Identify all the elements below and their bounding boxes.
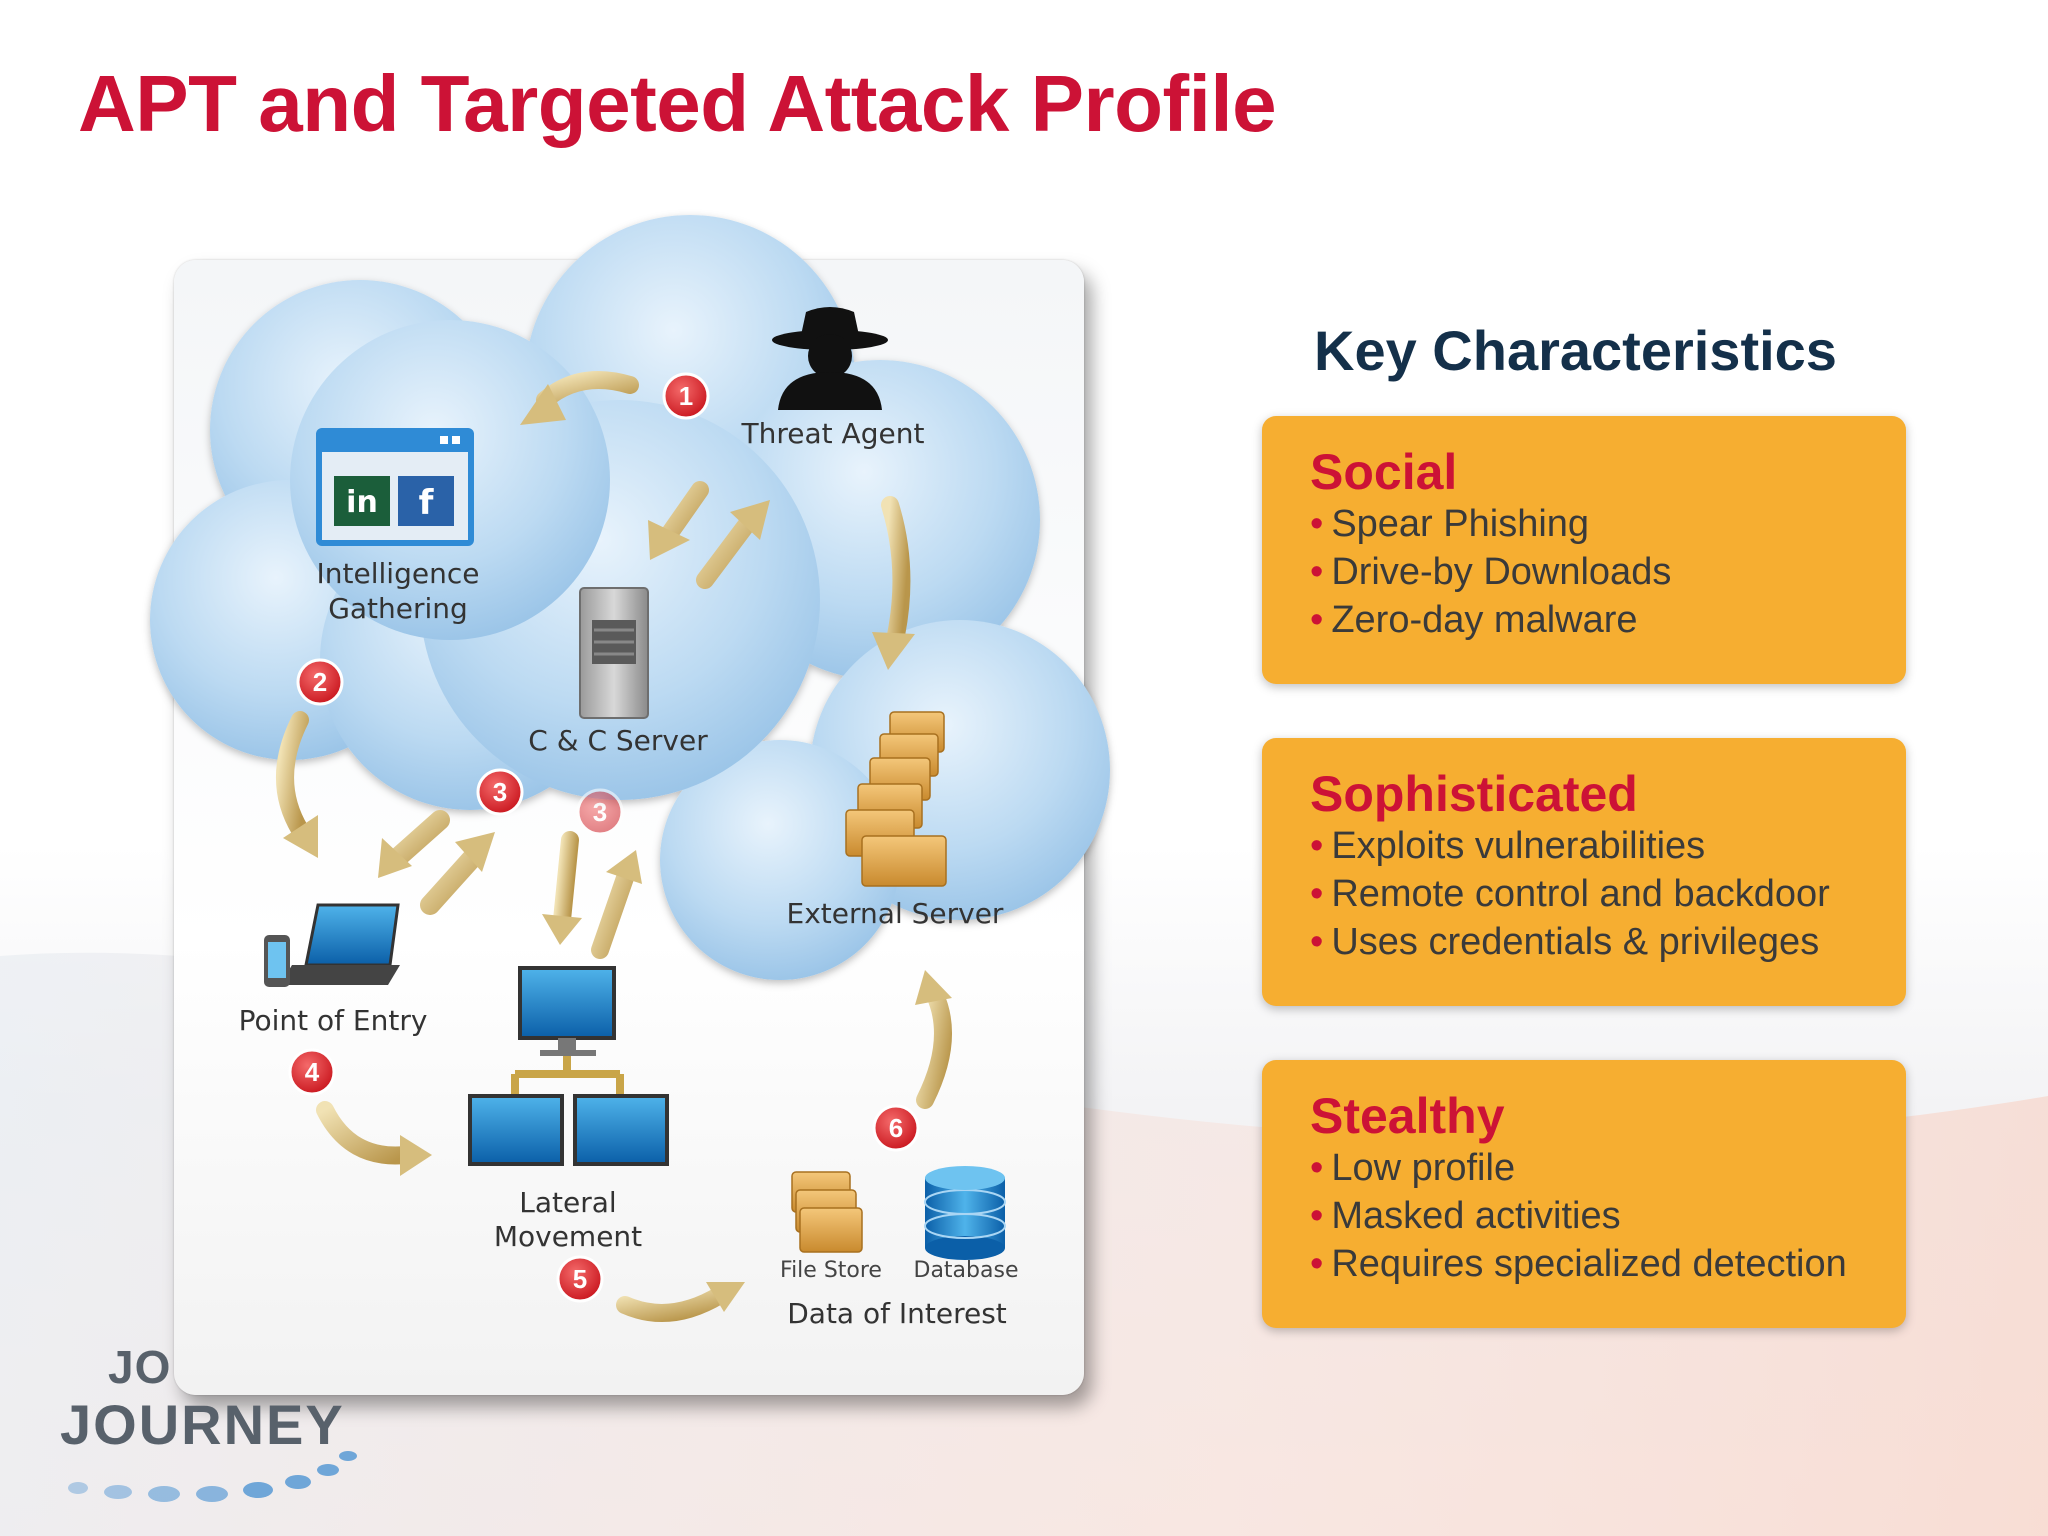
flow-arrows <box>276 371 952 1322</box>
step-badge-5: 5 <box>556 1255 604 1303</box>
card-item: •Exploits vulnerabilities <box>1310 825 1706 867</box>
svg-text:1: 1 <box>679 381 693 411</box>
threat-agent-icon <box>772 307 888 410</box>
svg-text:2: 2 <box>313 667 327 697</box>
card-title: Stealthy <box>1310 1088 1505 1144</box>
folder-stack-icon <box>845 711 947 887</box>
card-item: •Remote control and backdoor <box>1310 873 1830 915</box>
card-stealthy: Stealthy •Low profile •Masked activities… <box>1262 1060 1906 1328</box>
point-of-entry-label: Point of Entry <box>239 1004 428 1037</box>
svg-text:5: 5 <box>573 1264 587 1294</box>
intelligence-gathering-label-1: Intelligence <box>317 557 480 590</box>
svg-text:6: 6 <box>889 1113 903 1143</box>
card-item: •Drive-by Downloads <box>1310 551 1672 593</box>
card-item: •Masked activities <box>1310 1195 1621 1237</box>
threat-agent-label: Threat Agent <box>741 417 925 450</box>
step-badge-1: 1 <box>662 372 710 420</box>
card-item: •Uses credentials & privileges <box>1310 921 1820 963</box>
phone-icon <box>264 935 290 987</box>
key-characteristics-heading: Key Characteristics <box>1314 319 1837 382</box>
card-item: •Spear Phishing <box>1310 503 1590 545</box>
brand-swoosh-icon <box>68 1451 357 1502</box>
svg-text:3: 3 <box>593 797 607 827</box>
svg-text:3: 3 <box>493 777 507 807</box>
lateral-movement-label-2: Movement <box>494 1220 642 1253</box>
file-store-icon <box>791 1171 863 1253</box>
card-social: Social •Spear Phishing •Drive-by Downloa… <box>1262 416 1906 684</box>
brand-logo: JO JOURNEY <box>60 1340 420 1520</box>
step-badge-6: 6 <box>872 1104 920 1152</box>
network-monitors-icon <box>468 966 669 1166</box>
step-badge-3a: 3 <box>476 768 524 816</box>
file-store-label: File Store <box>780 1258 882 1283</box>
database-label: Database <box>914 1258 1019 1283</box>
card-title: Social <box>1310 444 1458 500</box>
linkedin-icon: in <box>346 485 378 520</box>
brand-partial-text: JO <box>108 1341 172 1393</box>
intelligence-gathering-label-2: Gathering <box>328 592 468 625</box>
step-badge-3b: 3 <box>576 788 624 836</box>
card-title: Sophisticated <box>1310 766 1638 822</box>
card-item: •Low profile <box>1310 1147 1516 1189</box>
svg-text:4: 4 <box>305 1057 320 1087</box>
laptop-icon <box>280 903 400 985</box>
browser-window-icon <box>316 428 474 546</box>
step-badge-2: 2 <box>296 658 344 706</box>
external-server-label: External Server <box>787 897 1004 930</box>
data-of-interest-label: Data of Interest <box>787 1297 1007 1330</box>
server-tower-icon <box>579 587 649 719</box>
card-item: •Requires specialized detection <box>1310 1243 1847 1285</box>
card-item: •Zero-day malware <box>1310 599 1638 641</box>
facebook-icon: f <box>419 483 435 523</box>
cc-server-label: C & C Server <box>528 724 708 757</box>
database-icon <box>924 1166 1006 1260</box>
step-badge-4: 4 <box>288 1048 336 1096</box>
card-sophisticated: Sophisticated •Exploits vulnerabilities … <box>1262 738 1906 1006</box>
brand-name: JOURNEY <box>60 1393 345 1456</box>
lateral-movement-label-1: Lateral <box>519 1186 616 1219</box>
slide-title: APT and Targeted Attack Profile <box>78 59 1277 148</box>
